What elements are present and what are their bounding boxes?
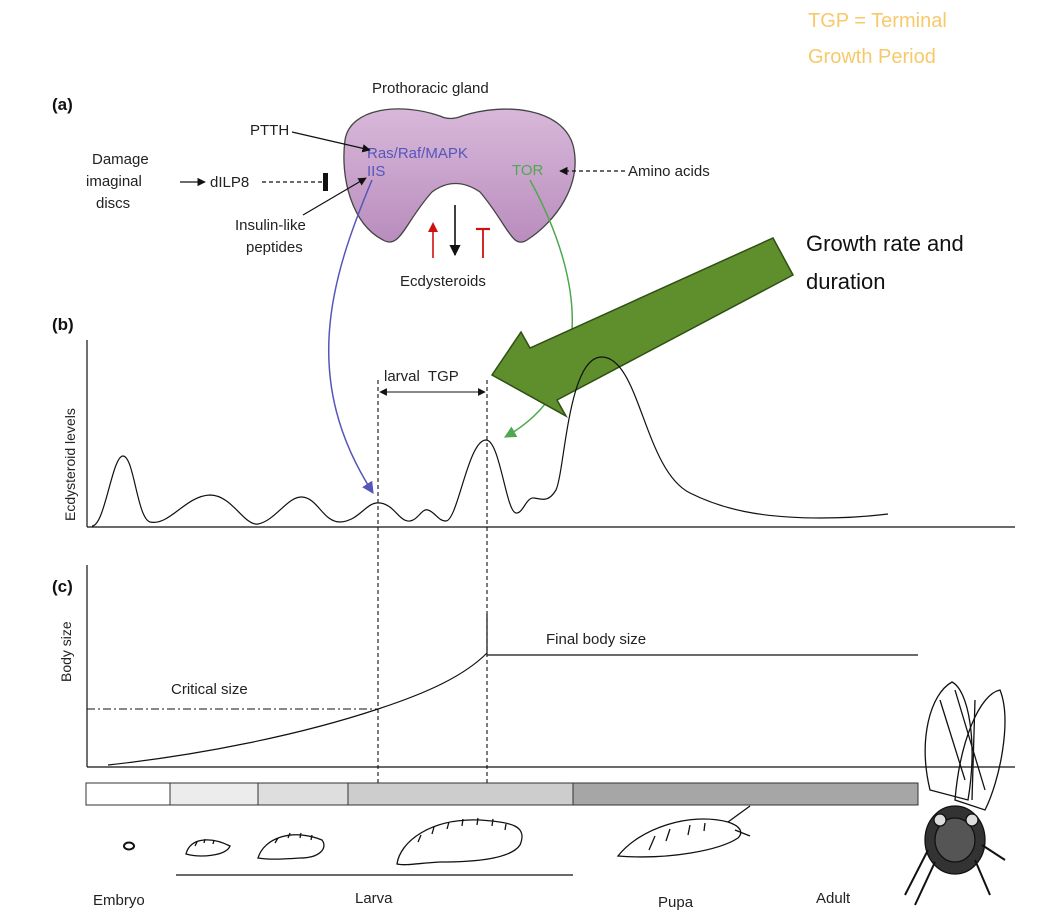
larva-icon-large bbox=[396, 817, 523, 866]
insulin-label-line2: peptides bbox=[246, 239, 303, 256]
tgp-note-line2: Growth Period bbox=[808, 46, 936, 68]
final-body-size-label: Final body size bbox=[546, 631, 646, 648]
callout-line1: Growth rate and bbox=[806, 231, 964, 256]
panel-label-b: (b) bbox=[52, 315, 74, 334]
ecdysteroid-curve bbox=[91, 356, 889, 527]
stage-label-embryo: Embryo bbox=[93, 892, 145, 909]
stage-timeline-bar bbox=[85, 782, 919, 806]
tgp-note-line1: TGP = Terminal bbox=[808, 10, 947, 32]
embryo-icon bbox=[123, 841, 135, 851]
ecdysteroids-label: Ecdysteroids bbox=[400, 273, 486, 290]
panel-c-ylabel: Body size bbox=[58, 621, 74, 682]
stage-label-larva: Larva bbox=[355, 890, 393, 907]
ptth-arrow bbox=[291, 131, 371, 153]
callout-line2: duration bbox=[806, 269, 886, 294]
tgp-label: larval TGP bbox=[384, 368, 459, 385]
prothoracic-gland-shape bbox=[343, 108, 576, 243]
pathway-label-ras: Ras/Raf/MAPK bbox=[367, 145, 468, 162]
panel-label-c: (c) bbox=[52, 577, 73, 596]
dilp8-label: dILP8 bbox=[210, 174, 249, 191]
damage-label-line2: imaginal bbox=[86, 173, 142, 190]
insulin-arrow bbox=[302, 177, 367, 216]
gland-title: Prothoracic gland bbox=[372, 80, 489, 97]
dilp8-inhibit-bar bbox=[323, 173, 328, 191]
pupa-icon bbox=[616, 805, 751, 858]
adult-fly-icon bbox=[904, 681, 1006, 906]
damage-label-line1: Damage bbox=[92, 151, 149, 168]
critical-size-label: Critical size bbox=[171, 681, 248, 698]
ecdysteroid-up-arrowhead bbox=[428, 222, 438, 232]
damage-label-line3: discs bbox=[96, 195, 130, 212]
stage-label-pupa: Pupa bbox=[658, 894, 694, 911]
ptth-label: PTTH bbox=[250, 122, 289, 139]
amino-acids-label: Amino acids bbox=[628, 163, 710, 180]
stage-label-adult: Adult bbox=[816, 890, 851, 907]
insulin-label-line1: Insulin-like bbox=[235, 217, 306, 234]
body-size-curve bbox=[107, 652, 488, 766]
iis-curved-arrow bbox=[328, 179, 374, 495]
pathway-label-tor: TOR bbox=[512, 162, 544, 179]
pathway-label-iis: IIS bbox=[367, 163, 385, 180]
larva-icon-small bbox=[185, 838, 231, 857]
growth-callout-arrow bbox=[490, 237, 795, 418]
larva-icon-medium bbox=[257, 832, 325, 860]
panel-b-ylabel: Ecdysteroid levels bbox=[62, 408, 78, 521]
panel-label-a: (a) bbox=[52, 95, 73, 114]
